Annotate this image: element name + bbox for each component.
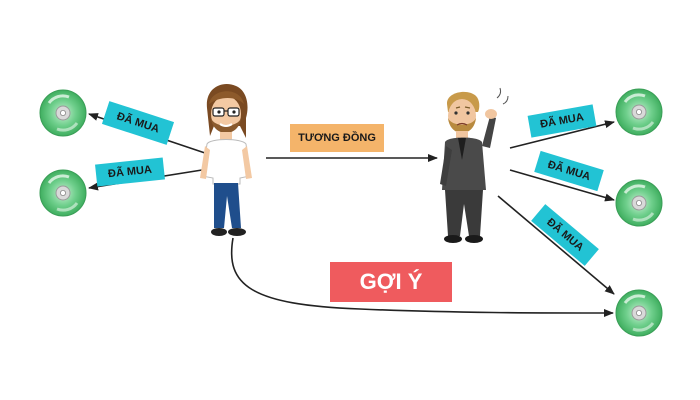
arrow-user-b-to-disc-1 xyxy=(509,120,615,149)
disc-left-top-icon xyxy=(38,88,88,138)
recommend-tag: GỢI Ý xyxy=(330,262,452,302)
user-a-avatar xyxy=(200,84,252,236)
disc-right-middle-icon xyxy=(614,178,664,228)
disc-left-bottom-icon xyxy=(38,168,88,218)
user-b-avatar xyxy=(440,87,509,243)
disc-right-top-icon xyxy=(614,87,664,137)
arrow-user-b-to-disc-3 xyxy=(497,195,615,295)
disc-right-bottom-icon xyxy=(614,288,664,338)
arrow-user-b-to-disc-2 xyxy=(509,169,615,202)
arrow-recommend-curve xyxy=(230,237,614,317)
similarity-tag: TƯƠNG ĐỒNG xyxy=(290,124,384,152)
